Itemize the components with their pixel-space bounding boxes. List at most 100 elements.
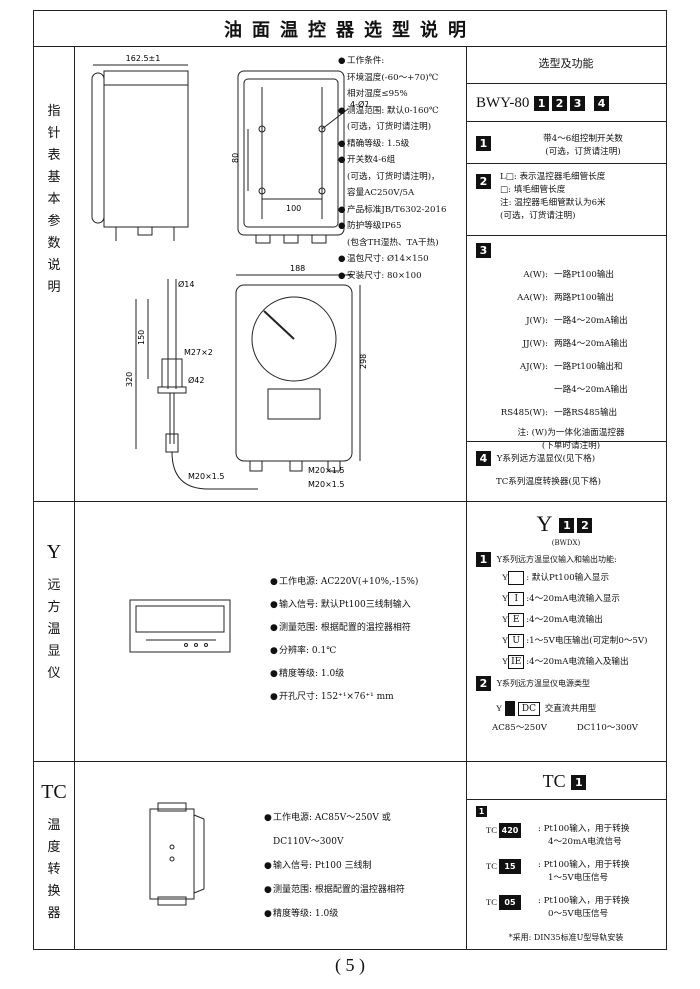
spec-line: ●产品标准JB/T6302-2016 bbox=[338, 202, 466, 219]
function-box: I bbox=[508, 591, 525, 606]
bwy-option-3-note: 注: (W)为一体化油面温控器(下单时请注明) bbox=[476, 427, 666, 453]
dim-h320: 320 bbox=[125, 372, 134, 387]
spec-line: ●防护等级IP65 bbox=[338, 218, 466, 235]
tc-desc-line: 0～5V电压信号 bbox=[548, 909, 609, 919]
dim-m20b: M20×1.5 bbox=[308, 466, 345, 475]
dim-h150: 150 bbox=[137, 330, 146, 345]
option-number-box: 3 bbox=[476, 243, 491, 258]
tc-prefix: TC bbox=[486, 861, 497, 871]
dim-d14: Ø14 bbox=[178, 279, 194, 289]
y-option-2-row: Y DC 交直流共用型 bbox=[466, 701, 666, 716]
bwy-option-4: 4 Y系列远方温显仪(见下格) TC系列温度转换器(见下格) bbox=[476, 451, 666, 489]
y-option-1-title: Y系列远方温显仪输入和输出功能: bbox=[496, 555, 617, 564]
output-code: J(W): bbox=[526, 316, 548, 326]
tc-desc-line: : Pt100输入，用于转换 bbox=[538, 824, 630, 834]
tc-code-box: 05 bbox=[498, 895, 521, 910]
spec-line: ●测量范围: 根据配置的温控器相符 bbox=[264, 878, 464, 902]
tc-option-number-row: 1 bbox=[466, 806, 666, 819]
y-option-2-ranges: AC85～250V DC110～300V bbox=[466, 722, 666, 735]
side-label-char: 温 bbox=[47, 818, 61, 833]
bwy-side-label: 指针表基本参数说明 bbox=[34, 101, 74, 299]
model-box: 1 bbox=[534, 95, 550, 111]
spec-line: (可选，订货时请注明)， bbox=[338, 169, 466, 186]
bwy-option-4-line-2: TC系列温度转换器(见下格) bbox=[496, 477, 601, 487]
output-code: AJ(W): bbox=[519, 362, 548, 372]
model-box: 2 bbox=[577, 517, 593, 533]
output-code: JJ(W): bbox=[522, 339, 548, 349]
spec-sheet: 油面温控器选型说明 指针表基本参数说明 162.5±1 bbox=[33, 10, 667, 950]
side-label-char: 指 bbox=[47, 104, 61, 119]
right-divider bbox=[466, 441, 666, 443]
side-label-char: 仪 bbox=[47, 666, 61, 681]
option-number-box: 2 bbox=[476, 676, 491, 691]
spec-line: (包含TH湿热、TA干热) bbox=[338, 235, 466, 252]
spec-text: (可选，订货时请注明) bbox=[347, 122, 432, 132]
bwy-model-code: BWY-80 bbox=[476, 95, 530, 111]
spec-line: ●工作电源: AC220V(+10%,-15%) bbox=[270, 571, 466, 594]
output-code: A(W): bbox=[523, 270, 548, 280]
spec-text: 输入信号: 默认Pt100三线制输入 bbox=[279, 600, 411, 610]
dial-body-drawing bbox=[235, 274, 361, 472]
side-label-char: 说 bbox=[47, 258, 61, 273]
output-option: 一路4～20mA输出 bbox=[476, 379, 666, 402]
dim-d42: Ø42 bbox=[188, 375, 204, 385]
side-label-char: 基 bbox=[47, 170, 61, 185]
tc-side-chars: 温度转换器 bbox=[34, 815, 74, 925]
model-box: 2 bbox=[552, 95, 568, 111]
tc-desc-line: 1～5V电压信号 bbox=[548, 873, 609, 883]
function-box: E bbox=[508, 612, 525, 627]
bullet-icon: ● bbox=[270, 669, 278, 679]
bwy-drawings: 162.5±1 4-Ø7 80 100 bbox=[91, 54, 368, 490]
bullet-icon: ● bbox=[270, 692, 278, 702]
page-number: ( 5 ) bbox=[335, 955, 365, 975]
tc-model-row: TC 1 bbox=[466, 769, 666, 794]
right-divider bbox=[466, 799, 666, 801]
spec-line: ●精确等级: 1.5级 bbox=[338, 136, 466, 153]
dim-w188: 188 bbox=[290, 264, 305, 273]
spec-line: ●精度等级: 1.0级 bbox=[264, 902, 464, 926]
tc-side-label: TC 温度转换器 bbox=[34, 781, 74, 925]
function-box: U bbox=[508, 633, 525, 648]
option-line: L□: 表示温控器毛细管长度 bbox=[500, 172, 606, 182]
option-number-box: 1 bbox=[476, 136, 491, 151]
right-column-divider bbox=[466, 47, 468, 949]
spec-text: 精度等级: 1.0级 bbox=[273, 909, 339, 919]
option-line: (可选，订货请注明) bbox=[500, 211, 576, 221]
output-code: RS485(W): bbox=[500, 408, 548, 418]
spec-text: 工作条件: bbox=[347, 56, 385, 66]
output-desc: 两路4～20mA输出 bbox=[554, 339, 628, 349]
spec-line: ●测量范围: 根据配置的温控器相符 bbox=[270, 617, 466, 640]
side-label-char: 换 bbox=[47, 884, 61, 899]
output-option: JJ(W): 两路4～20mA输出 bbox=[476, 333, 666, 356]
bullet-icon: ● bbox=[338, 204, 346, 215]
spec-text: 相对湿度≤95% bbox=[347, 89, 408, 99]
y-prefix: Y bbox=[502, 614, 509, 624]
bullet-icon: ● bbox=[270, 646, 278, 656]
side-label-char: 参 bbox=[47, 214, 61, 229]
bwy-right-header: 选型及功能 bbox=[538, 57, 594, 70]
spec-line: ●安装尺寸: 80×100 bbox=[338, 268, 466, 285]
bullet-icon: ● bbox=[270, 600, 278, 610]
spec-text: 产品标准JB/T6302-2016 bbox=[347, 204, 447, 215]
spec-line: ●开关数4-6组 bbox=[338, 152, 466, 169]
side-label-char: 度 bbox=[47, 840, 61, 855]
y-model-sub: (BWDX) bbox=[551, 539, 581, 547]
side-label-char: 明 bbox=[47, 280, 61, 295]
spec-text: 精确等级: 1.5级 bbox=[347, 138, 410, 149]
output-desc: 一路RS485输出 bbox=[554, 408, 618, 418]
bullet-icon: ● bbox=[338, 254, 346, 264]
y-side-title: Y bbox=[46, 541, 62, 563]
tc-prefix: TC bbox=[486, 825, 497, 835]
output-desc: 一路Pt100输出和 bbox=[554, 362, 623, 372]
dim-m20a: M20×1.5 bbox=[188, 472, 225, 481]
